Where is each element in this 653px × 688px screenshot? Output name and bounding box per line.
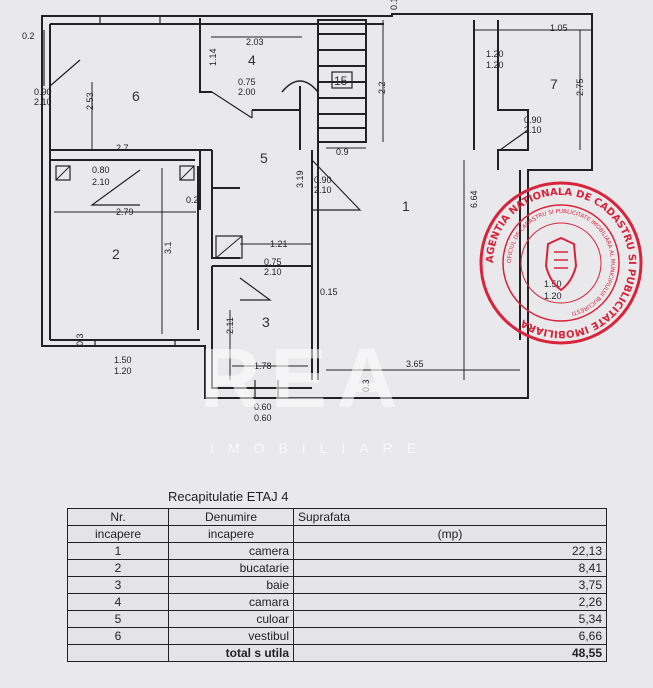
cadastre-stamp: AGENTIA NATIONALA DE CADASTRU SI PUBLICI… [479,181,643,345]
table-row: 1 camera 22,13 [67,542,607,560]
svg-text:OFICIUL DE CADASTRU SI PUBLICI: OFICIUL DE CADASTRU SI PUBLICITATE IMOBI… [507,209,615,316]
dim-label: 1.20 [486,60,504,70]
coat-of-arms-icon [544,236,578,292]
room-area: 5,34 [293,610,607,628]
stamp-inner-text: OFICIUL DE CADASTRU SI PUBLICITATE IMOBI… [507,209,615,316]
dim-label: 2.79 [116,207,134,217]
dim-label: 2.10 [524,125,542,135]
room-number: 5 [67,610,169,628]
room-name: bucatarie [168,559,294,577]
room-number: 1 [67,542,169,560]
room-area: 3,75 [293,576,607,594]
dim-label: 2.75 [575,78,585,96]
room-3-label: 3 [262,314,270,330]
floor-plan-drawing [41,13,593,399]
dim-label: 0.2 [186,195,199,205]
room-name: baie [168,576,294,594]
dim-label: 0.60 [254,402,272,412]
header-cell: Denumire [168,508,294,526]
room-area: 8,41 [293,559,607,577]
room-number: 3 [67,576,169,594]
dim-label: 2.10 [264,267,282,277]
table-header-row: Nr. Denumire Suprafata [67,508,607,526]
dim-label: 0.90 [314,175,332,185]
dim-label: 0.60 [254,413,272,423]
room-name: vestibul [168,627,294,645]
dim-label: 2.03 [246,37,264,47]
table-header-row: incapere incapere (mp) [67,525,607,543]
header-cell: incapere [67,525,169,543]
dim-label: 2.10 [314,185,332,195]
room-15-label: 15 [334,74,348,88]
table-row: 5 culoar 5,34 [67,610,607,628]
dim-label: 1.21 [270,239,288,249]
room-6-label: 6 [132,88,140,104]
room-number: 4 [67,593,169,611]
dim-label: 0.90 [34,87,52,97]
room-number: 2 [67,559,169,577]
dim-label: 0.9 [336,147,349,157]
room-4-label: 4 [248,52,256,68]
dim-label: 1.20 [486,49,504,59]
header-cell: Nr. [67,508,169,526]
room-5-label: 5 [260,150,268,166]
total-label: total s utila [168,644,294,662]
dim-label: 0.15 [320,287,338,297]
dim-label: 2.10 [92,177,110,187]
header-cell: incapere [168,525,294,543]
room-number: 6 [67,627,169,645]
header-cell: (mp) [293,525,607,543]
dim-label: 2.10 [34,97,52,107]
recap-title: Recapitulatie ETAJ 4 [168,489,289,504]
total-row: total s utila 48,55 [67,644,607,662]
dim-label: 0.1 [389,0,399,10]
dim-label: 0.2 [22,31,35,41]
dim-label: 1.14 [208,48,218,66]
room-area: 6,66 [293,627,607,645]
room-area: 2,26 [293,593,607,611]
recap-table: Nr. Denumire Suprafata incapere incapere… [67,508,607,662]
dim-label: 1.20 [544,291,562,301]
total-value: 48,55 [293,644,607,662]
dim-label: 1.78 [254,361,272,371]
dim-label: 2.00 [238,87,256,97]
dim-label: 3.19 [295,170,305,188]
room-area: 22,13 [293,542,607,560]
dim-label: 3.1 [163,241,173,254]
room-name: culoar [168,610,294,628]
table-row: 2 bucatarie 8,41 [67,559,607,577]
room-1-label: 1 [402,198,410,214]
room-2-label: 2 [112,246,120,262]
dim-label: 0.75 [238,77,256,87]
header-cell: Suprafata [293,508,607,526]
watermark-text: IMOBILIARE [210,440,431,456]
room-7-label: 7 [550,76,558,92]
dim-label: 2.53 [85,92,95,110]
table-row: 3 baie 3,75 [67,576,607,594]
dim-label: 2.2 [377,81,387,94]
room-name: camara [168,593,294,611]
dim-label: 1.20 [114,366,132,376]
table-row: 6 vestibul 6,66 [67,627,607,645]
watermark-logo: REA [200,331,408,425]
dim-label: 3.65 [406,359,424,369]
total-empty-cell [67,644,169,662]
dim-label: 1.50 [114,355,132,365]
dim-label: 0.90 [524,115,542,125]
dim-label: 0.80 [92,165,110,175]
dim-label: 1.05 [550,23,568,33]
table-row: 4 camara 2,26 [67,593,607,611]
dim-label: 1.50 [544,279,562,289]
floor-plan: 6 4 5 1 2 3 7 15 0.2 2.03 1.05 0.1 1.14 … [22,0,593,423]
dim-label: 0.75 [264,257,282,267]
dim-label: 2.7 [116,143,129,153]
dim-label: 0.3 [75,333,85,346]
room-name: camera [168,542,294,560]
